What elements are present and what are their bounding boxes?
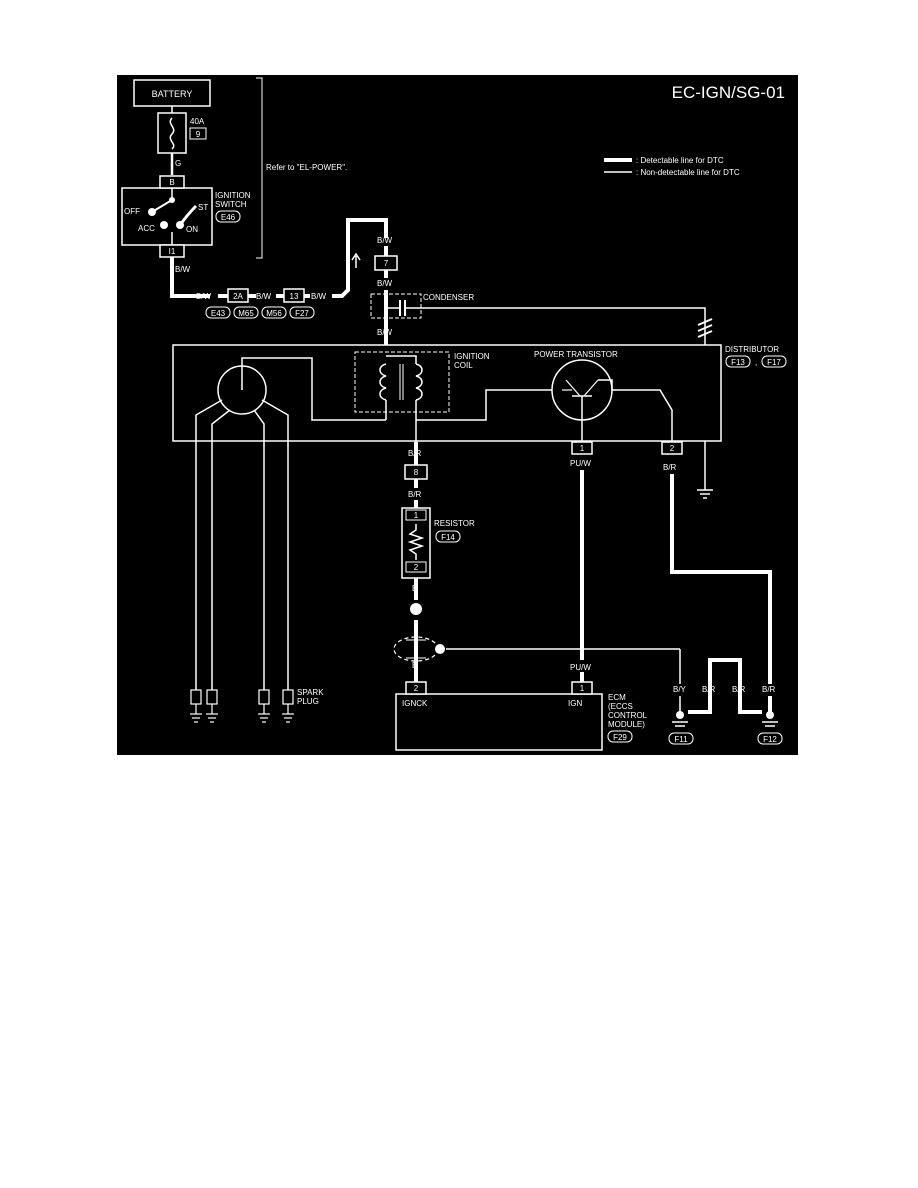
wire-label-g: G [175, 159, 181, 168]
ground-code-f11: F11 [674, 735, 688, 744]
ground-code-f12: F12 [763, 735, 777, 744]
wire-label-br-5: B/R [732, 685, 746, 694]
refer-note: Refer to "EL-POWER". [266, 163, 347, 172]
ecm-pin-2: 2 [414, 684, 419, 693]
ignition-coil-box [354, 351, 450, 413]
wire-label-br-3: B/R [663, 463, 677, 472]
distributor-box [172, 344, 722, 442]
distributor-code-2: F17 [767, 358, 781, 367]
ecm-label-3: CONTROL [608, 711, 648, 720]
switch-pos-off: OFF [124, 207, 140, 216]
transistor-pin-2: 2 [670, 444, 675, 453]
diagram-title: EC-IGN/SG-01 [672, 83, 785, 102]
wire-label-br-1: B/R [408, 449, 422, 458]
switch-code: E46 [221, 213, 236, 222]
resistor-pin-2: 2 [414, 563, 419, 572]
connector-code-f27: F27 [295, 309, 309, 318]
diagram-panel [117, 75, 798, 755]
wire-label-bw-5: B/W [377, 236, 393, 245]
distributor-label: DISTRIBUTOR [725, 345, 779, 354]
resistor-icon [407, 524, 425, 560]
fuse-rating: 40A [190, 117, 205, 126]
battery-label: BATTERY [152, 89, 193, 99]
ignition-coil-label-1: IGNITION [454, 352, 490, 361]
wire-label-bw-4: B/W [311, 292, 327, 301]
spark-plug-label-2: PLUG [297, 697, 319, 706]
transistor-pin-1: 1 [580, 444, 585, 453]
resistor-label: RESISTOR [434, 519, 475, 528]
wire-label-b-1: B [412, 584, 417, 593]
ecm-code: F29 [613, 733, 627, 742]
legend-non-detectable: : Non-detectable line for DTC [636, 168, 740, 177]
wire-label-br-6: B/R [762, 685, 776, 694]
resistor-code: F14 [441, 533, 455, 542]
ignition-coil-label-2: COIL [454, 361, 473, 370]
ecm-ign: IGN [568, 699, 582, 708]
legend-detectable: : Detectable line for DTC [636, 156, 724, 165]
ecm-label-4: MODULE) [608, 720, 645, 729]
wire-label-puw-1: PU/W [570, 459, 591, 468]
connector-2a: 2A [233, 292, 243, 301]
condenser-label: CONDENSER [423, 293, 474, 302]
ecm-label-1: ECM [608, 693, 626, 702]
wire-label-bw-1: B/W [175, 265, 191, 274]
resistor-pin-1: 1 [414, 511, 419, 520]
arrow-up-icon [351, 252, 361, 268]
wire-label-b-2: B [412, 661, 417, 670]
spark-plug-icon [190, 689, 294, 723]
connector-code-e43: E43 [211, 309, 226, 318]
wire-label-by: B/Y [673, 685, 687, 694]
wire-label-bw-6: B/W [377, 279, 393, 288]
switch-terminal-b: B [169, 178, 174, 187]
power-transistor-label: POWER TRANSISTOR [534, 350, 618, 359]
distributor-sep: , [755, 358, 757, 367]
legend: : Detectable line for DTC : Non-detectab… [604, 156, 740, 177]
ecm-pin-1: 1 [580, 684, 585, 693]
switch-pos-on: ON [186, 225, 198, 234]
ecm-label-2: (ECCS [608, 702, 633, 711]
wire-label-br-2: B/R [408, 490, 422, 499]
connector-13: 13 [290, 292, 299, 301]
ecm-box [395, 693, 603, 751]
switch-label-2: SWITCH [215, 200, 247, 209]
connector-8: 8 [414, 468, 419, 477]
connector-code-m65: M65 [238, 309, 254, 318]
ecm-ignck: IGNCK [402, 699, 428, 708]
condenser-box [370, 293, 422, 319]
distributor-code-1: F13 [731, 358, 745, 367]
wire-label-br-4: B/R [702, 685, 716, 694]
wire-label-bw-3: B/W [256, 292, 272, 301]
coil-secondary-icon [415, 363, 423, 401]
spark-plug-label-1: SPARK [297, 688, 324, 697]
switch-contact-acc [160, 221, 168, 229]
switch-pos-st: ST [198, 203, 208, 212]
wire-label-bw-7: B/W [377, 328, 393, 337]
coil-primary-icon [379, 363, 387, 401]
connector-code-m56: M56 [266, 309, 282, 318]
fuse-number: 9 [196, 130, 201, 139]
wire-label-puw-2: PU/W [570, 663, 591, 672]
wire-label-bw-2: B/W [196, 292, 212, 301]
switch-pos-acc: ACC [138, 224, 155, 233]
switch-terminal-i1: I1 [169, 247, 176, 256]
fuse-icon [169, 117, 175, 150]
switch-label-1: IGNITION [215, 191, 251, 200]
refer-bracket [256, 77, 263, 259]
connector-7: 7 [384, 259, 389, 268]
